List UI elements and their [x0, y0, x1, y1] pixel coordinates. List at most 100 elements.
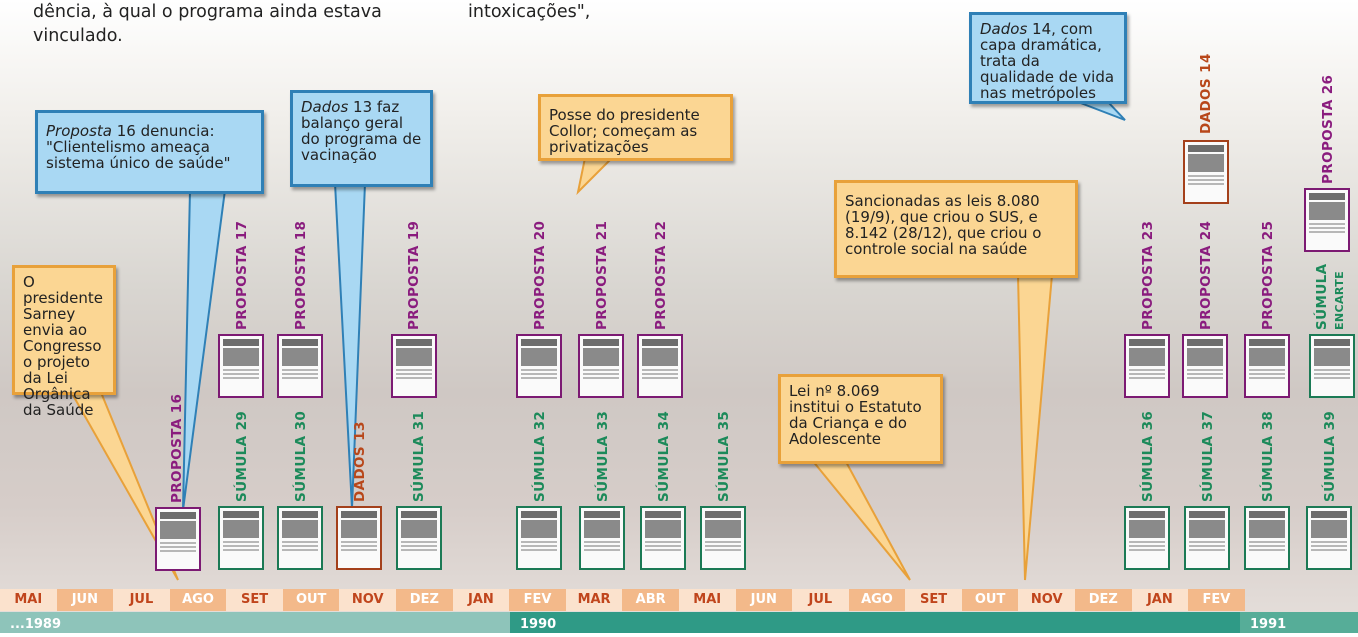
callout-dados14: Dados 14, com capa dramática, trata da q…	[969, 12, 1127, 104]
month-cell: JUL	[113, 589, 170, 611]
month-cell: JUN	[56, 589, 114, 611]
cover-sumula-37	[1184, 506, 1230, 570]
label-proposta-18: PROPOSTA 18	[293, 220, 309, 330]
cover-proposta-20	[516, 334, 562, 398]
intro-text-left: dência, à qual o programa ainda estava v…	[33, 0, 382, 48]
cover-proposta-26	[1304, 188, 1350, 252]
collor-tail	[576, 157, 615, 196]
label-proposta-21: PROPOSTA 21	[594, 220, 610, 330]
cover-sumula-32	[516, 506, 562, 570]
intro-line: dência, à qual o programa ainda estava	[33, 2, 382, 22]
month-cell: JUL	[792, 589, 849, 611]
label-sumula-34: SÚMULA 34	[656, 410, 672, 502]
callout-text: Posse do presidente Collor; começam as p…	[549, 106, 700, 156]
callout-text: 16 denuncia: "Clientelismo ameaça sistem…	[46, 122, 231, 172]
callout-text: O presidente Sarney envia ao Congresso o…	[23, 273, 103, 419]
label-proposta-16: PROPOSTA 16	[169, 393, 185, 503]
label-proposta-20: PROPOSTA 20	[532, 220, 548, 330]
month-cell: NOV	[339, 589, 397, 611]
label-sumula-29: SÚMULA 29	[234, 410, 250, 502]
cover-sumula-39	[1306, 506, 1352, 570]
month-cell: MAR	[565, 589, 623, 611]
cover-proposta-16	[155, 507, 201, 571]
label-sumula-37: SÚMULA 37	[1200, 410, 1216, 502]
month-cell: FEV	[1188, 589, 1245, 611]
sus-tail	[1016, 274, 1054, 581]
month-cell: OUT	[961, 589, 1019, 611]
cover-sumula-34	[640, 506, 686, 570]
cover-proposta-18	[277, 334, 323, 398]
callout-dados13: Dados 13 faz balanço geral do programa d…	[290, 90, 433, 187]
label-dados-13: DADOS 13	[352, 421, 368, 502]
label-sumula-35: SÚMULA 35	[716, 410, 732, 502]
callout-proposta16: Proposta 16 denuncia: "Clientelismo amea…	[35, 110, 264, 194]
cover-sumula-encarte	[1309, 334, 1355, 398]
cover-proposta-17	[218, 334, 264, 398]
label-sumula-38: SÚMULA 38	[1260, 410, 1276, 502]
label-sumula-32: SÚMULA 32	[532, 410, 548, 502]
dados14-tail	[1077, 101, 1126, 121]
cover-dados-14	[1183, 140, 1229, 204]
callout-sarney: O presidente Sarney envia ao Congresso o…	[12, 265, 116, 418]
year-bar-1989: ...1989	[0, 612, 510, 633]
callout-text: Lei nº 8.069 institui o Estatuto da Cria…	[789, 382, 922, 448]
label-proposta-25: PROPOSTA 25	[1260, 220, 1276, 330]
cover-proposta-25	[1244, 334, 1290, 398]
label-sumula-30: SÚMULA 30	[293, 410, 309, 502]
cover-sumula-29	[218, 506, 264, 570]
label-dados-14: DADOS 14	[1198, 53, 1214, 134]
callout-sus: Sancionadas as leis 8.080 (19/9), que cr…	[834, 180, 1078, 278]
cover-proposta-22	[637, 334, 683, 398]
label-sumula-39: SÚMULA 39	[1322, 410, 1338, 502]
month-cell: DEZ	[396, 589, 453, 611]
label-proposta-17: PROPOSTA 17	[234, 220, 250, 330]
month-cell: SET	[226, 589, 283, 611]
callout-italic: Dados	[301, 98, 349, 116]
month-cell: SET	[905, 589, 962, 611]
month-cell: MAI	[0, 589, 57, 611]
cover-sumula-30	[277, 506, 323, 570]
cover-sumula-35	[700, 506, 746, 570]
label-encarte: ENCARTE	[1333, 270, 1346, 330]
cover-sumula-31	[396, 506, 442, 570]
cover-dados-13	[336, 506, 382, 570]
callout-italic: Proposta	[46, 122, 112, 140]
cover-proposta-21	[578, 334, 624, 398]
month-cell: AGO	[169, 589, 227, 611]
cover-sumula-33	[579, 506, 625, 570]
cover-sumula-36	[1124, 506, 1170, 570]
label-sumula-31: SÚMULA 31	[411, 410, 427, 502]
month-cell: JAN	[452, 589, 510, 611]
intro-line: intoxicações",	[468, 2, 591, 22]
cover-proposta-24	[1182, 334, 1228, 398]
label-sumula-encarte: SÚMULA	[1314, 263, 1330, 330]
callout-eca: Lei nº 8.069 institui o Estatuto da Cria…	[778, 374, 943, 464]
label-proposta-23: PROPOSTA 23	[1140, 220, 1156, 330]
month-cell: OUT	[282, 589, 340, 611]
intro-line: vinculado.	[33, 26, 123, 46]
callout-text: 13 faz balanço geral do programa de vaci…	[301, 98, 422, 164]
month-cell: MAI	[678, 589, 736, 611]
cover-proposta-19	[391, 334, 437, 398]
month-cell: DEZ	[1074, 589, 1132, 611]
callout-text: Sancionadas as leis 8.080 (19/9), que cr…	[845, 192, 1042, 258]
callout-collor: Posse do presidente Collor; começam as p…	[538, 94, 733, 161]
month-cell: ABR	[622, 589, 679, 611]
label-sumula-36: SÚMULA 36	[1140, 410, 1156, 502]
eca-tail	[809, 459, 911, 581]
month-cell: JAN	[1131, 589, 1189, 611]
intro-text-right: intoxicações",	[468, 0, 590, 24]
callout-text: 14, com capa dramática, trata da qualida…	[980, 20, 1115, 102]
label-proposta-19: PROPOSTA 19	[406, 220, 422, 330]
month-cell: FEV	[509, 589, 566, 611]
label-sumula-33: SÚMULA 33	[595, 410, 611, 502]
cover-sumula-38	[1244, 506, 1290, 570]
year-bar-1991: 1991	[1240, 612, 1358, 633]
year-bar-1990: 1990	[510, 612, 1240, 633]
label-proposta-22: PROPOSTA 22	[653, 220, 669, 330]
cover-proposta-23	[1124, 334, 1170, 398]
month-cell: JUN	[735, 589, 793, 611]
callout-italic: Dados	[980, 20, 1028, 38]
